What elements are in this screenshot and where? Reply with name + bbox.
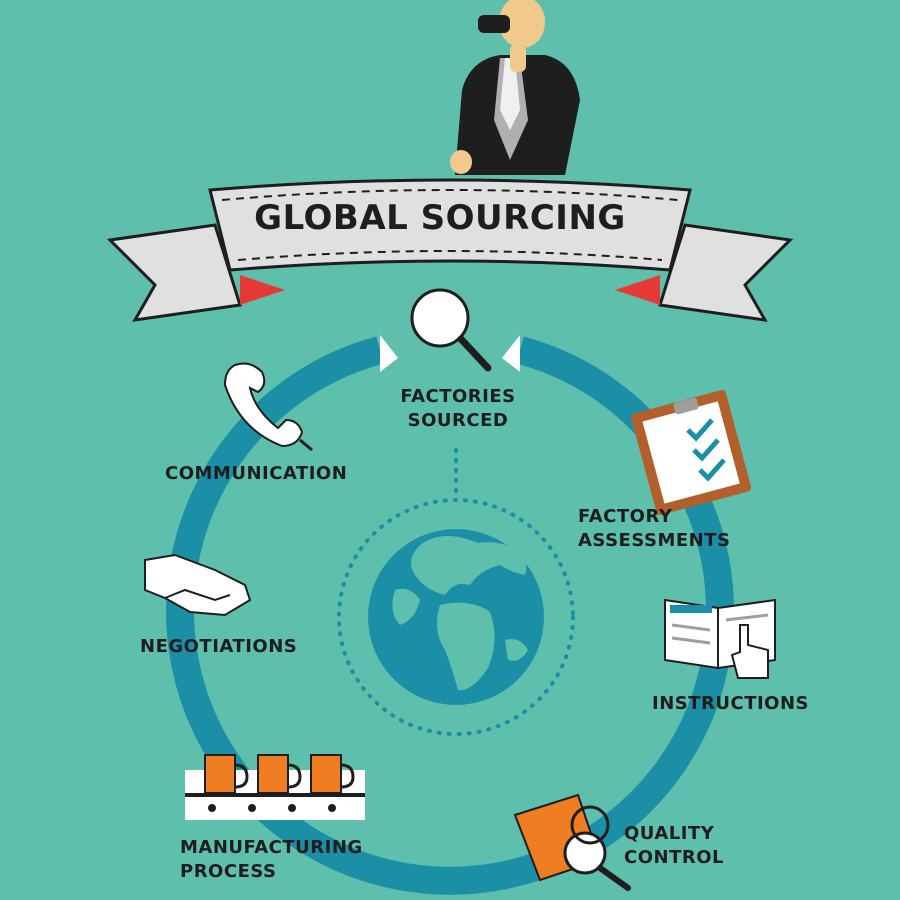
open-book-icon <box>664 598 776 679</box>
quality-inspection-icon <box>513 793 631 891</box>
label-quality-control-line2: CONTROL <box>624 847 724 868</box>
label-negotiations: NEGOTIATIONS <box>140 636 298 657</box>
label-factories-sourced-line1: FACTORIES <box>400 386 516 407</box>
dotted-orbit <box>337 448 575 736</box>
label-factory-assessments-line2: ASSESSMENTS <box>578 530 731 551</box>
banner-fold-right <box>615 275 660 305</box>
arrow-head-left <box>380 335 398 372</box>
label-manufacturing-process: MANUFACTURING PROCESS <box>180 836 363 884</box>
clipboard-checklist-icon <box>631 389 752 515</box>
label-instructions: INSTRUCTIONS <box>652 693 809 714</box>
label-quality-control-line1: QUALITY <box>624 823 715 844</box>
telephone-handset-icon <box>223 362 313 452</box>
page-title: GLOBAL SOURCING <box>254 198 626 238</box>
label-factories-sourced: FACTORIES SOURCED <box>398 385 518 433</box>
binoculars-icon <box>478 15 510 33</box>
cycle-ring <box>166 335 734 895</box>
arrow-head-right <box>502 335 520 372</box>
globe-icon <box>368 529 544 705</box>
label-factory-assessments: FACTORY ASSESSMENTS <box>578 505 730 553</box>
label-quality-control: QUALITY CONTROL <box>624 822 724 870</box>
magnifier-icon <box>410 288 492 372</box>
businessman-with-binoculars <box>450 0 580 175</box>
handshake-icon <box>144 553 252 617</box>
label-manufacturing-process-line1: MANUFACTURING <box>180 837 363 858</box>
conveyor-mugs-icon <box>185 754 365 820</box>
banner-fold-left <box>240 275 285 305</box>
label-factories-sourced-line2: SOURCED <box>407 410 509 431</box>
label-manufacturing-process-line2: PROCESS <box>180 861 277 882</box>
label-factory-assessments-line1: FACTORY <box>578 506 673 527</box>
title-banner <box>106 178 794 322</box>
label-communication: COMMUNICATION <box>165 463 348 484</box>
